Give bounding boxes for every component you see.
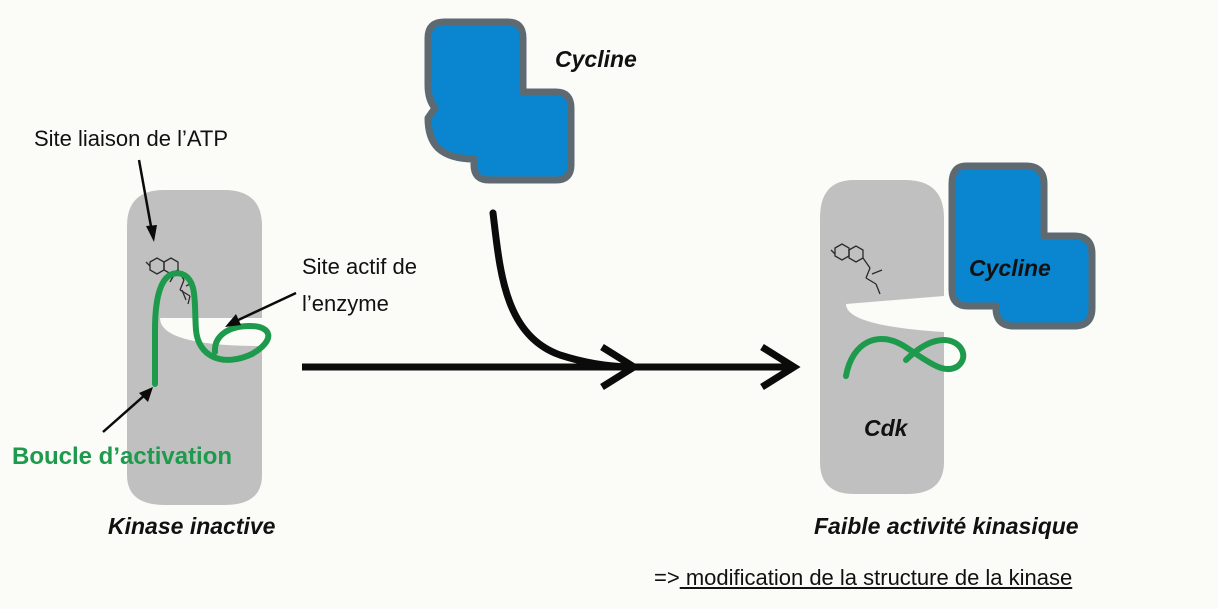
atp-pointer-head bbox=[146, 225, 157, 242]
note-prefix: => bbox=[654, 565, 680, 590]
main-arrow bbox=[302, 344, 801, 390]
pointer-arrows bbox=[102, 159, 297, 433]
cycline-bound-label: Cycline bbox=[969, 255, 1051, 281]
activation-loop-active bbox=[843, 336, 967, 379]
cycline-free-label: Cycline bbox=[555, 46, 637, 72]
note-text: modification de la structure de la kinas… bbox=[679, 565, 1073, 590]
cdk-label: Cdk bbox=[864, 415, 908, 441]
atp-site-label: Site liaison de l’ATP bbox=[34, 126, 229, 151]
activation-loop-label: Boucle d’activation bbox=[12, 443, 233, 470]
kinase-inactive-label: Kinase inactive bbox=[108, 513, 276, 539]
loop-pointer-arrow bbox=[102, 393, 147, 433]
kinase-inactive-shape bbox=[127, 190, 262, 505]
cycline-free-shape bbox=[424, 18, 575, 184]
active-site-pointer-arrow bbox=[233, 291, 297, 324]
low-activity-label: Faible activité kinasique bbox=[814, 513, 1079, 539]
active-site-pointer-head bbox=[225, 314, 241, 327]
loop-pointer-head bbox=[139, 387, 153, 402]
atp-pointer-arrow bbox=[137, 159, 154, 233]
activation-loop-inactive bbox=[152, 270, 272, 387]
atp-molecule-icon bbox=[830, 243, 883, 295]
atp-molecule-icon bbox=[145, 257, 195, 305]
binding-arrow bbox=[489, 209, 641, 390]
structure-note: => modification de la structure de la ki… bbox=[654, 564, 1072, 592]
active-site-label: Site actif de l’enzyme bbox=[302, 254, 417, 316]
cycline-bound-shape bbox=[948, 162, 1096, 330]
